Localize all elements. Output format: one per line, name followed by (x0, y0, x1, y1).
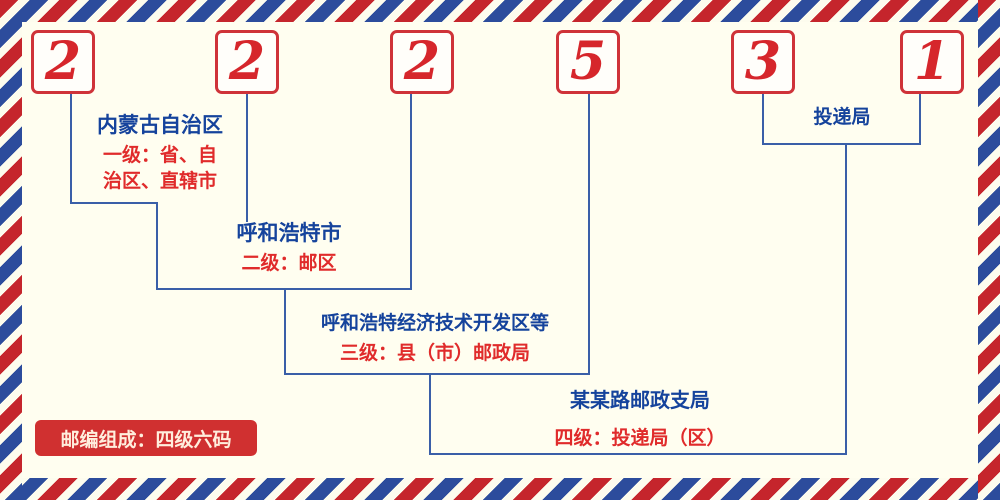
postal-digit-box-6: 1 (900, 30, 964, 94)
level3-description: 三级：县（市）邮政局 (339, 342, 530, 364)
postal-digit: 5 (569, 31, 607, 92)
postal-digit: 2 (403, 31, 441, 92)
postal-digit-box-4: 5 (556, 30, 620, 94)
postal-code-composition-badge: 邮编组成：四级六码 (35, 420, 257, 456)
level1-place-name: 内蒙古自治区 (97, 114, 223, 137)
postal-digit-box-1: 2 (31, 30, 95, 94)
level4-place-name: 某某路邮政支局 (570, 390, 710, 412)
level2-place-name: 呼和浩特市 (236, 222, 342, 245)
level4-description: 四级：投递局（区） (554, 428, 726, 449)
level1-description: 一级：省、自 治区、直辖市 (75, 143, 245, 194)
level2-description: 二级：邮区 (241, 253, 337, 275)
connector-line (156, 202, 158, 290)
airmail-border-bottom (0, 478, 1000, 500)
postal-digit: 3 (744, 31, 782, 92)
connector-line (284, 288, 286, 375)
postal-digit: 2 (228, 31, 266, 92)
connector-line (70, 94, 72, 204)
connector-line (246, 94, 248, 222)
level2-annotation: 呼和浩特市 二级：邮区 (204, 220, 374, 277)
airmail-border-left (0, 0, 22, 500)
postal-digit-box-5: 3 (731, 30, 795, 94)
level4-annotation: 某某路邮政支局 四级：投递局（区） (520, 388, 760, 452)
level3-annotation: 呼和浩特经济技术开发区等 三级：县（市）邮政局 (300, 312, 570, 366)
connector-line (70, 202, 158, 204)
airmail-border-top (0, 0, 1000, 22)
level1-description-line1: 一级：省、自 (102, 145, 217, 167)
connector-line (763, 143, 921, 145)
level3-place-name: 呼和浩特经济技术开发区等 (320, 313, 549, 334)
postal-digit-box-2: 2 (215, 30, 279, 94)
delivery-office-label: 投递局 (813, 107, 871, 128)
connector-line (284, 373, 590, 375)
level1-description-line2: 治区、直辖市 (102, 170, 217, 192)
badge-text: 邮编组成：四级六码 (60, 429, 232, 451)
connector-line (919, 94, 921, 145)
connector-line (762, 94, 764, 145)
airmail-border-right (978, 0, 1000, 500)
connector-line (429, 453, 847, 455)
delivery-office-annotation: 投递局 (782, 106, 902, 131)
connector-line (410, 94, 412, 290)
postal-digit: 2 (44, 31, 82, 92)
connector-line (845, 145, 847, 455)
postal-digit-box-3: 2 (390, 30, 454, 94)
postal-digit: 1 (913, 31, 951, 92)
connector-line (429, 373, 431, 455)
level1-annotation: 内蒙古自治区 一级：省、自 治区、直辖市 (75, 112, 245, 195)
connector-line (588, 94, 590, 375)
